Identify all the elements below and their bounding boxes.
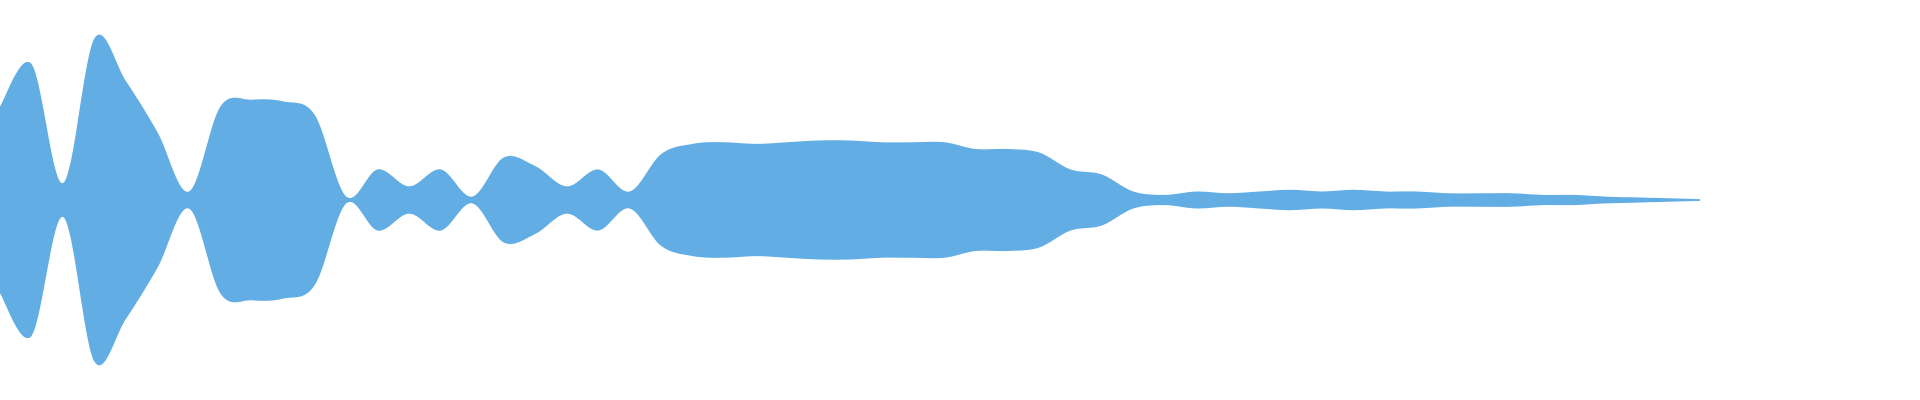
waveform-shape <box>0 34 1700 366</box>
